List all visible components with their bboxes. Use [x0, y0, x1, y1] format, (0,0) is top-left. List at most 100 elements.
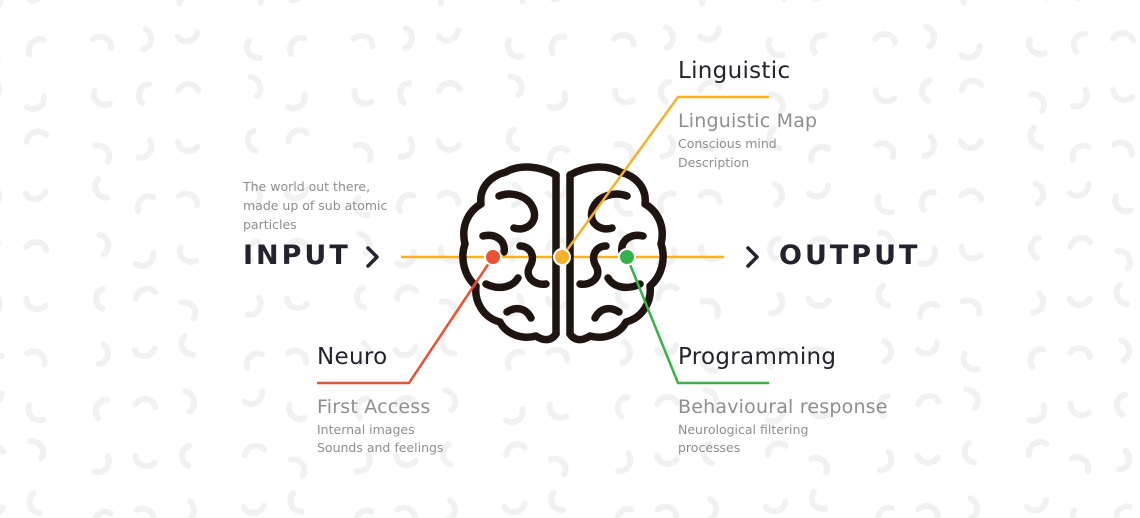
pattern-arc — [658, 78, 673, 105]
pattern-arc — [176, 244, 199, 265]
pattern-arc — [437, 244, 461, 264]
pattern-arc — [613, 141, 636, 162]
pattern-arc — [959, 297, 983, 317]
pattern-arc — [963, 386, 981, 411]
input-description-line-1: The world out there, — [243, 179, 371, 194]
input-description-line-2: made up of sub atomic — [243, 198, 388, 213]
pattern-arc — [1110, 30, 1137, 44]
pattern-arc — [1069, 142, 1092, 163]
pattern-arc — [967, 495, 980, 518]
pattern-arc — [436, 79, 463, 94]
pattern-arc — [767, 91, 786, 116]
pattern-arc — [662, 24, 677, 51]
pattern-arc — [548, 455, 569, 478]
neuro-connector-line — [317, 256, 495, 385]
pattern-arc — [135, 137, 155, 161]
pattern-arc — [700, 440, 716, 467]
pattern-arc — [436, 189, 462, 207]
pattern-arc — [921, 133, 938, 159]
pattern-arc — [696, 138, 723, 152]
pattern-arc — [806, 345, 832, 362]
pattern-arc — [875, 504, 895, 518]
pattern-arc — [0, 390, 5, 408]
pattern-arc — [808, 143, 831, 164]
pattern-arc — [1113, 503, 1133, 518]
pattern-arc — [244, 238, 262, 264]
pattern-arc — [182, 388, 198, 415]
pattern-arc — [881, 338, 894, 365]
pattern-arc — [353, 395, 371, 421]
output-label: OUTPUT — [779, 240, 921, 271]
pattern-arc — [918, 189, 937, 213]
pattern-arc — [874, 193, 895, 216]
linguistic-subtitle: Linguistic Map — [678, 110, 818, 132]
pattern-arc — [394, 248, 417, 269]
pattern-arc — [244, 294, 264, 318]
pattern-arc — [284, 295, 310, 311]
linguistic-node — [553, 248, 571, 266]
pattern-arc — [175, 138, 201, 154]
pattern-arc — [659, 134, 677, 160]
pattern-arc — [350, 32, 376, 50]
pattern-arc — [287, 456, 308, 479]
pattern-arc — [806, 182, 831, 200]
pattern-arc — [23, 93, 47, 113]
pattern-arc — [25, 36, 47, 58]
pattern-arc — [1026, 438, 1050, 458]
pattern-arc — [353, 284, 368, 311]
pattern-arc — [0, 504, 6, 517]
pattern-arc — [915, 502, 941, 518]
neuro-line-2: Sounds and feelings — [317, 440, 444, 455]
pattern-arc — [1110, 87, 1136, 104]
pattern-arc — [653, 452, 680, 467]
pattern-arc — [178, 299, 199, 322]
pattern-arc — [807, 401, 831, 420]
pattern-arc — [697, 78, 724, 94]
pattern-arc — [958, 77, 985, 94]
pattern-arc — [91, 453, 112, 476]
pattern-arc — [27, 437, 47, 462]
pattern-arc — [240, 502, 267, 517]
programming-title: Programming — [678, 344, 837, 370]
pattern-arc — [808, 488, 828, 512]
pattern-arc — [439, 441, 454, 468]
pattern-arc — [1032, 180, 1047, 207]
pattern-arc — [809, 32, 828, 56]
pattern-arc — [705, 496, 719, 518]
pattern-arc — [872, 31, 899, 46]
pattern-arc — [619, 339, 633, 366]
pattern-arc — [771, 181, 785, 208]
programming-node — [618, 248, 636, 266]
pattern-arc — [402, 25, 415, 52]
pattern-arc — [283, 186, 310, 202]
pattern-arc — [438, 298, 460, 321]
pattern-arc — [176, 0, 201, 7]
pattern-arc — [1114, 391, 1128, 418]
pattern-arc — [174, 29, 201, 45]
pattern-arc — [0, 443, 7, 459]
linguistic-line-1: Conscious mind — [678, 136, 777, 151]
pattern-arc — [435, 138, 462, 153]
pattern-arc — [1070, 86, 1090, 110]
pattern-arc — [764, 440, 789, 459]
pattern-arc — [958, 244, 984, 262]
pattern-arc — [699, 297, 721, 319]
pattern-arc — [175, 81, 202, 94]
pattern-arc — [1028, 91, 1048, 115]
pattern-arc — [505, 348, 526, 371]
chevron-right-icon — [366, 246, 379, 268]
pattern-arc — [287, 34, 308, 57]
pattern-arc — [287, 490, 305, 515]
pattern-arc — [356, 230, 373, 257]
pattern-arc — [397, 136, 416, 160]
pattern-arc — [135, 81, 153, 107]
pattern-arc — [505, 126, 521, 153]
pattern-arc — [805, 295, 832, 309]
pattern-arc — [285, 91, 308, 112]
pattern-arc — [285, 401, 308, 422]
pattern-arc — [1067, 181, 1092, 199]
pattern-arc — [546, 145, 571, 164]
pattern-arc — [178, 333, 196, 358]
pattern-arc — [808, 88, 830, 110]
